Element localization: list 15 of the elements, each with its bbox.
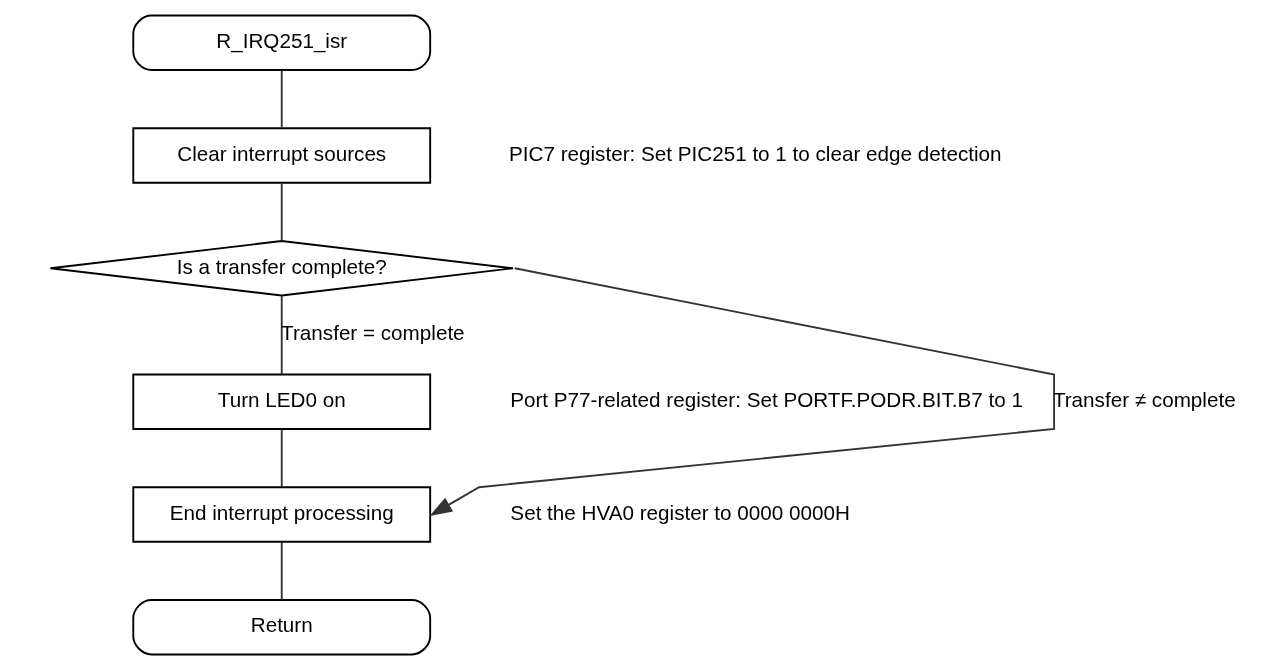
node-label: Set the HVA0 register to 0000 0000H	[510, 500, 850, 524]
node-box: R_IRQ251_isr	[132, 14, 432, 71]
node-label: PIC7 register: Set PIC251 to 1 to clear edge detection	[508, 141, 1002, 165]
connector	[280, 428, 283, 488]
connector	[280, 69, 283, 129]
connector	[280, 294, 283, 376]
node-box: Clear interrupt sources	[132, 127, 432, 184]
connector	[280, 541, 283, 601]
connector	[280, 182, 283, 242]
node-diamond: Is a transfer complete?	[49, 240, 514, 297]
node-box: Turn LED0 on	[132, 373, 432, 430]
node-box: End interrupt processing	[132, 486, 432, 543]
arrow	[429, 267, 1055, 516]
node-label: Port P77-related register: Set PORTF.PODR.BIT.B7 to 1	[510, 387, 1023, 411]
node-box: Return	[132, 599, 432, 656]
